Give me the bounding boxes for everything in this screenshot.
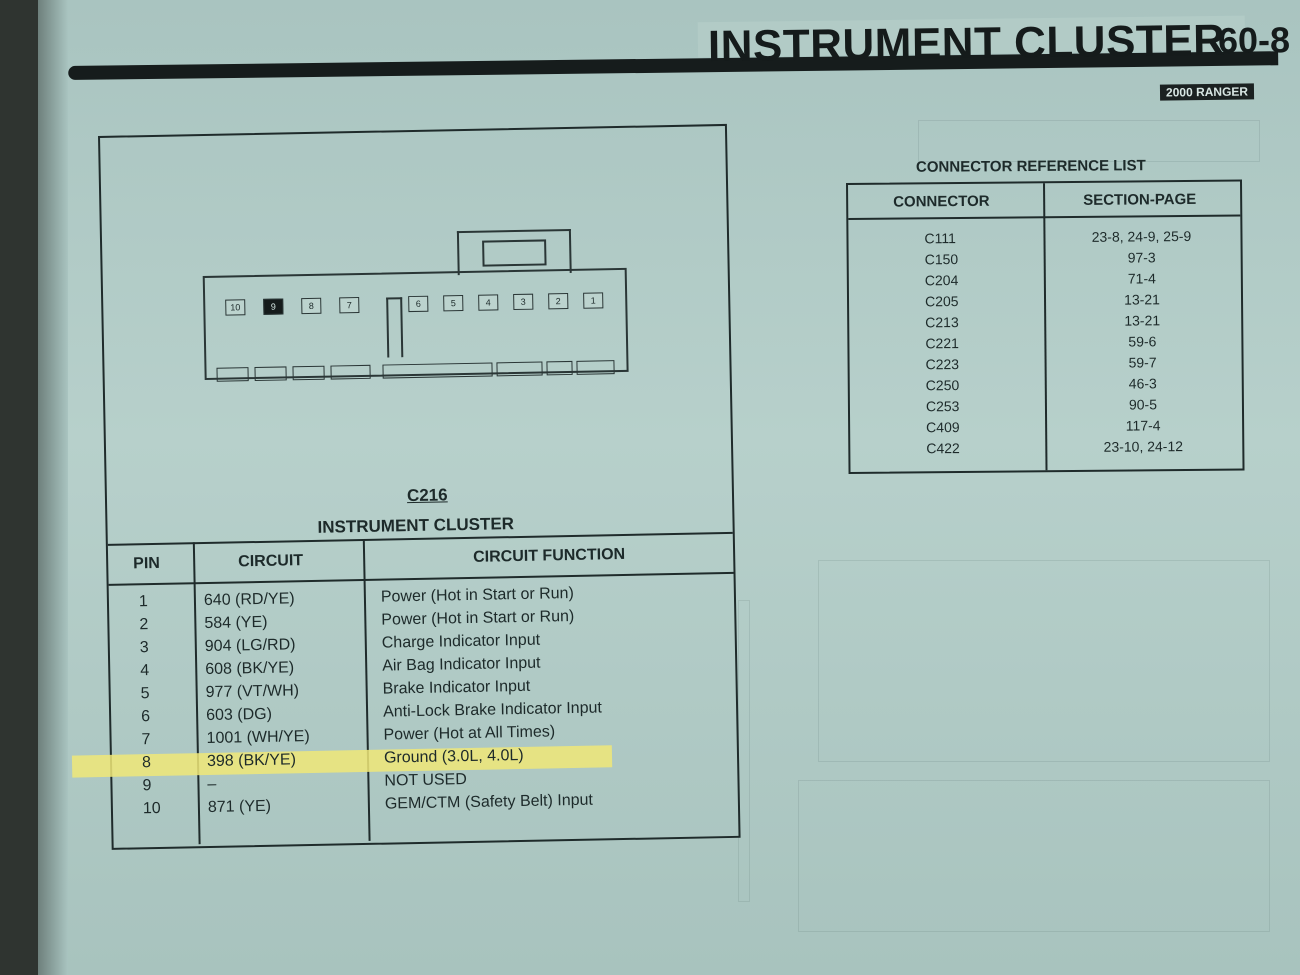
circuit-function: Charge Indicator Input xyxy=(381,631,541,652)
circuit-function: Brake Indicator Input xyxy=(382,677,531,698)
connector-reference-table: CONNECTOR SECTION-PAGE C111 23-8, 24-9, 2… xyxy=(846,179,1245,474)
circuit-function: Power (Hot at All Times) xyxy=(383,723,556,744)
pin-cell: 7 xyxy=(339,297,360,314)
bleed-through-box xyxy=(738,600,750,902)
page-header: INSTRUMENT CLUSTER 60-8 xyxy=(68,15,1300,84)
section-page: 90-5 xyxy=(1128,396,1158,413)
circuit-code: – xyxy=(207,775,217,794)
connector-slot xyxy=(292,365,325,381)
pin-number: 8 xyxy=(141,754,152,772)
manual-page: INSTRUMENT CLUSTER 60-8 2000 RANGER 10 9… xyxy=(38,0,1300,975)
circuit-code: 904 (LG/RD) xyxy=(204,636,296,656)
connector-id: C216 xyxy=(406,485,448,506)
pin-number: 6 xyxy=(140,708,151,726)
connector-face-diagram: 10 9 8 7 6 5 4 3 2 1 xyxy=(202,228,635,406)
section-page: 13-21 xyxy=(1124,291,1161,308)
bleed-through-box xyxy=(798,780,1270,932)
circuit-code: 608 (BK/YE) xyxy=(205,659,295,679)
connector-slot xyxy=(254,366,287,382)
pin-cell: 5 xyxy=(443,295,464,312)
pin-cell-highlighted: 9 xyxy=(263,298,284,315)
connector-name: INSTRUMENT CLUSTER xyxy=(317,514,515,537)
connector-code: C150 xyxy=(924,251,959,268)
circuit-code: 871 (YE) xyxy=(207,797,272,817)
pin-cell: 3 xyxy=(513,293,534,311)
circuit-function: NOT USED xyxy=(384,771,467,790)
circuit-code: 603 (DG) xyxy=(205,705,273,725)
circuit-code: 977 (VT/WH) xyxy=(205,682,300,702)
section-page: 117-4 xyxy=(1125,417,1161,434)
connector-slot xyxy=(496,361,543,377)
column-header-connector: CONNECTOR xyxy=(893,192,990,211)
page-number: 60-8 xyxy=(1217,19,1291,61)
connector-code: C204 xyxy=(924,272,959,289)
section-page: 23-10, 24-12 xyxy=(1103,438,1184,455)
connector-code: C205 xyxy=(924,293,959,310)
reference-title: CONNECTOR REFERENCE LIST xyxy=(915,157,1146,176)
connector-code: C221 xyxy=(925,335,959,352)
pin-number: 2 xyxy=(139,616,149,634)
pin-number: 1 xyxy=(138,593,149,611)
table-row: C422 23-10, 24-12 xyxy=(850,438,1242,462)
pin-cell: 6 xyxy=(408,295,429,313)
column-header-section: SECTION-PAGE xyxy=(1083,190,1197,209)
connector-slot xyxy=(576,360,615,375)
section-page: 13-21 xyxy=(1124,312,1161,329)
pin-cell: 4 xyxy=(478,294,499,311)
circuit-function: Ground (3.0L, 4.0L) xyxy=(383,746,524,767)
connector-code: C422 xyxy=(926,440,960,457)
pin-number: 5 xyxy=(140,685,150,703)
section-page: 97-3 xyxy=(1127,249,1156,266)
connector-code: C223 xyxy=(925,356,960,373)
pin-number: 10 xyxy=(142,799,161,818)
pin-cell: 2 xyxy=(548,293,569,310)
connector-slot xyxy=(330,364,371,380)
column-header-function: CIRCUIT FUNCTION xyxy=(472,545,626,566)
pin-number: 3 xyxy=(139,639,149,657)
connector-slot xyxy=(382,362,493,379)
bleed-through-box xyxy=(918,120,1260,162)
circuit-code: 584 (YE) xyxy=(204,613,268,633)
connector-latch-inner xyxy=(482,239,547,267)
circuit-function: Power (Hot in Start or Run) xyxy=(381,607,575,629)
pin-cell: 8 xyxy=(301,297,322,315)
section-page: 59-7 xyxy=(1128,354,1157,371)
bleed-through-box xyxy=(818,560,1270,762)
column-header-pin: PIN xyxy=(133,554,161,573)
circuit-code: 398 (BK/YE) xyxy=(206,751,297,771)
column-header-circuit: CIRCUIT xyxy=(238,552,304,571)
circuit-code: 1001 (WH/YE) xyxy=(206,728,310,748)
circuit-code: 640 (RD/YE) xyxy=(203,590,295,610)
connector-code: C253 xyxy=(925,398,960,415)
connector-code: C250 xyxy=(925,377,960,394)
connector-code: C111 xyxy=(924,230,956,247)
section-page: 59-6 xyxy=(1128,333,1157,350)
connector-slot xyxy=(546,360,573,376)
pin-number: 4 xyxy=(140,662,150,680)
pinout-table: PIN CIRCUIT CIRCUIT FUNCTION 1 640 (RD/YE… xyxy=(71,531,739,846)
connector-code: C213 xyxy=(925,314,959,331)
circuit-function: Air Bag Indicator Input xyxy=(382,654,541,675)
section-page: 23-8, 24-9, 25-9 xyxy=(1091,227,1192,245)
pin-cell: 10 xyxy=(225,299,246,316)
section-page: 46-3 xyxy=(1128,375,1157,392)
pin-number: 7 xyxy=(141,731,151,749)
circuit-function: Anti-Lock Brake Indicator Input xyxy=(382,699,603,721)
connector-slot xyxy=(216,367,249,382)
vehicle-tag: 2000 RANGER xyxy=(1159,83,1255,101)
connector-divider xyxy=(386,297,404,358)
section-page: 71-4 xyxy=(1127,270,1156,287)
circuit-function: Power (Hot in Start or Run) xyxy=(380,584,574,606)
page-gutter xyxy=(38,0,68,975)
page-title: INSTRUMENT CLUSTER xyxy=(697,15,1246,73)
pin-cell: 1 xyxy=(583,292,604,309)
pin-number: 9 xyxy=(142,777,152,795)
circuit-function: GEM/CTM (Safety Belt) Input xyxy=(384,791,594,813)
connector-code: C409 xyxy=(926,419,960,436)
connector-panel: 10 9 8 7 6 5 4 3 2 1 C216 INSTRUMENT CLU… xyxy=(71,123,741,850)
